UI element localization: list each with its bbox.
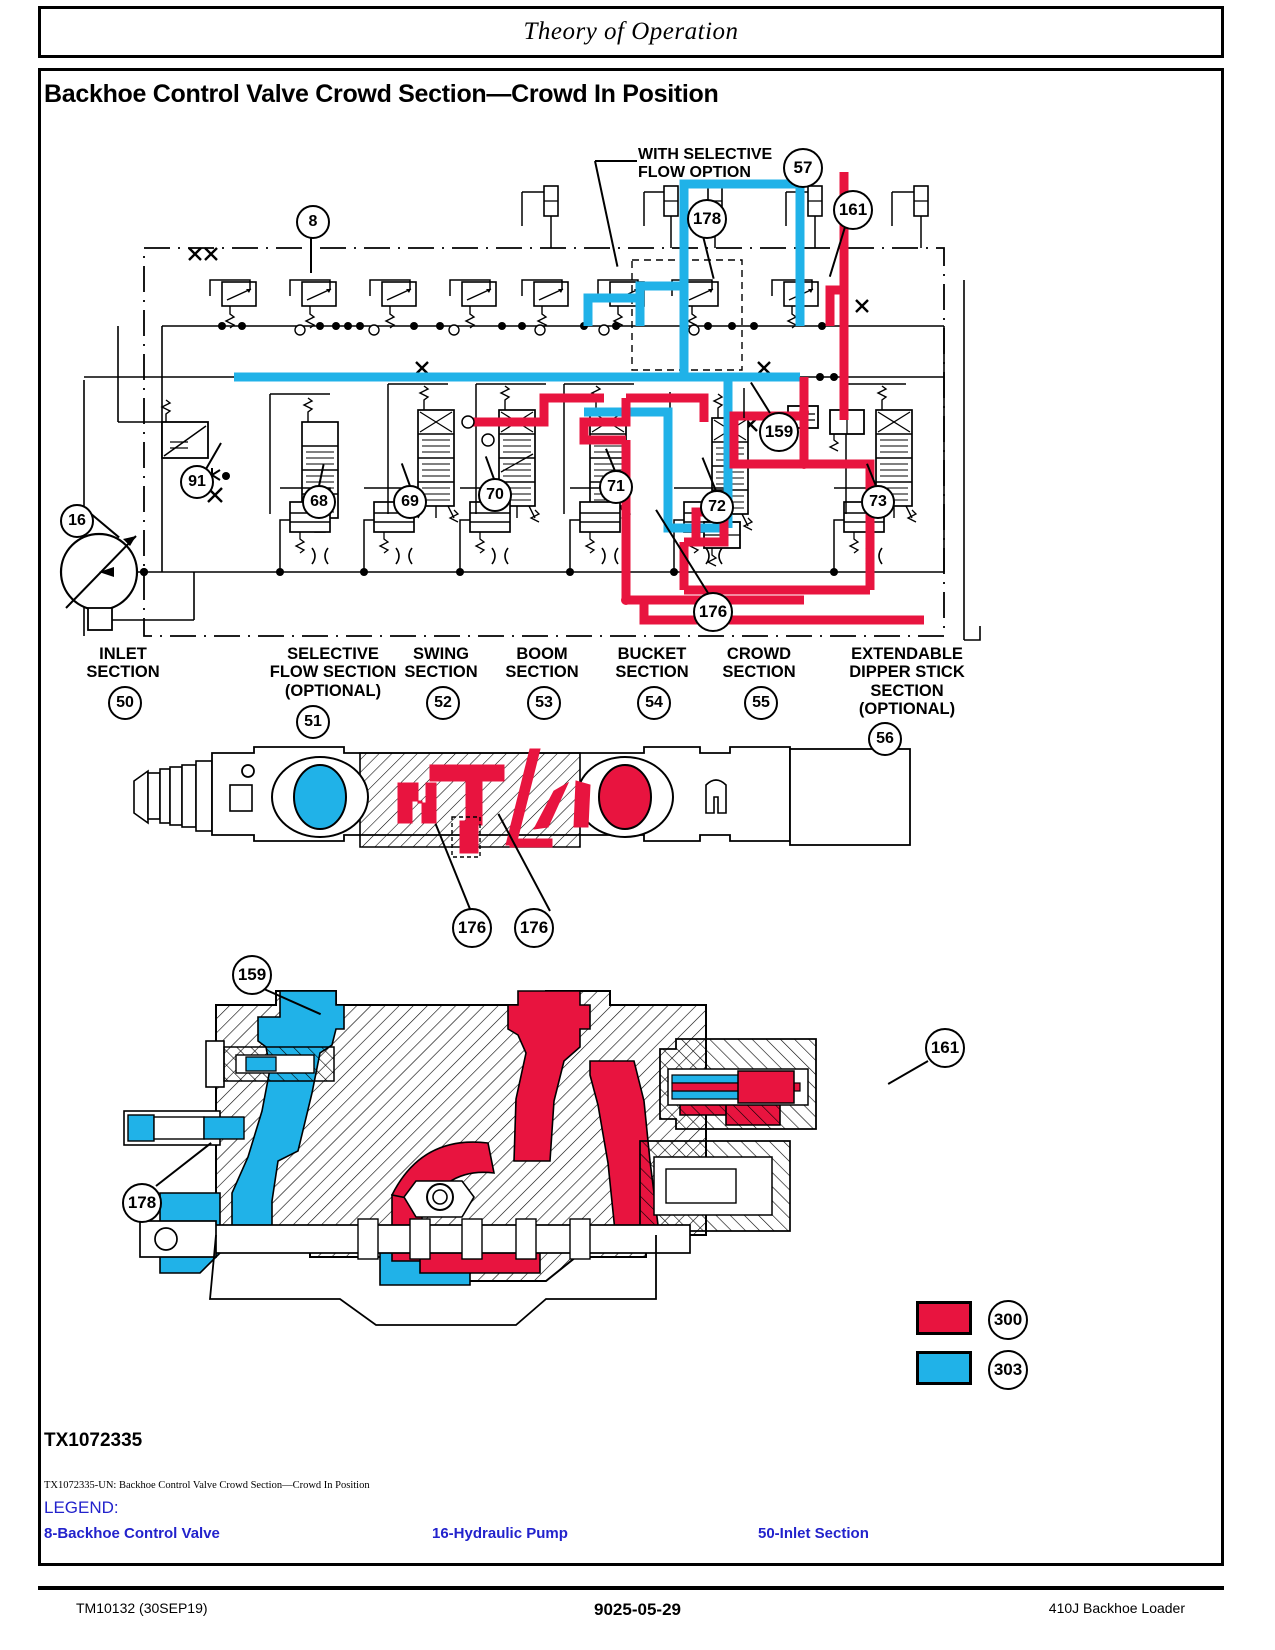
- figure-id: TX1072335: [44, 1430, 143, 1451]
- selective-flow-note-line1: WITH SELECTIVE: [638, 146, 773, 163]
- running-header-box: Theory of Operation: [38, 6, 1224, 58]
- footer-right: 410J Backhoe Loader: [1048, 1600, 1185, 1616]
- section-label-line: SECTION: [870, 681, 944, 700]
- callout-68: 68: [302, 485, 336, 519]
- callout-159-xs: 159: [232, 955, 272, 995]
- section-callout-52: 52: [426, 686, 460, 720]
- callout-91: 91: [180, 465, 214, 499]
- legend-item-8: 8-Backhoe Control Valve: [44, 1525, 220, 1542]
- section-label-line: INLET: [99, 645, 147, 663]
- legend-swatch-303: [916, 1351, 972, 1385]
- section-label-line: (OPTIONAL): [284, 681, 382, 700]
- selective-flow-note-line2: FLOW OPTION: [638, 163, 751, 181]
- running-header-title: Theory of Operation: [523, 18, 739, 45]
- callout-71: 71: [599, 470, 633, 504]
- callout-161: 161: [833, 190, 873, 230]
- callout-176-b: 176: [514, 908, 554, 948]
- callout-72: 72: [700, 490, 734, 524]
- section-callout-51: 51: [296, 705, 330, 739]
- section-label-selective-flow: SELECTIVE FLOW SECTION (OPTIONAL): [238, 645, 428, 700]
- section-callout-56: 56: [868, 722, 902, 756]
- legend-swatch-300: [916, 1301, 972, 1335]
- section-label-line: SWING: [413, 645, 469, 663]
- leader-57: [595, 160, 637, 162]
- figure-un-caption: TX1072335-UN: Backhoe Control Valve Crow…: [44, 1480, 370, 1491]
- legend-callout-300: 300: [988, 1300, 1028, 1340]
- section-label-line: SECTION: [615, 663, 689, 682]
- content-frame: [38, 68, 1224, 1566]
- callout-57: 57: [783, 148, 823, 188]
- legend-callout-303: 303: [988, 1350, 1028, 1390]
- callout-8: 8: [296, 205, 330, 239]
- hydraulic-schematic: [44, 130, 1044, 650]
- legend-item-16: 16-Hydraulic Pump: [432, 1525, 568, 1542]
- section-callout-53: 53: [527, 686, 561, 720]
- section-label-line: CROWD: [726, 645, 792, 663]
- footer-left: TM10132 (30SEP19): [76, 1600, 208, 1616]
- footer-rule: [38, 1586, 1224, 1590]
- section-label-bucket: BUCKET SECTION: [596, 645, 708, 682]
- section-label-crowd: CROWD SECTION: [704, 645, 814, 682]
- section-label-line: DIPPER STICK: [849, 663, 965, 682]
- section-label-line: SECTION: [505, 663, 579, 682]
- callout-178: 178: [687, 199, 727, 239]
- section-callout-54: 54: [637, 686, 671, 720]
- callout-176-a: 176: [452, 908, 492, 948]
- callout-161-xs: 161: [925, 1028, 965, 1068]
- selective-flow-note: WITH SELECTIVE FLOW OPTION: [638, 146, 788, 182]
- section-label-line: BUCKET: [617, 645, 687, 663]
- legend-item-50: 50-Inlet Section: [758, 1525, 869, 1542]
- leader-8: [310, 237, 312, 273]
- valve-top-svg: [133, 746, 911, 858]
- section-label-boom: BOOM SECTION: [487, 645, 597, 682]
- schematic-svg: [59, 172, 981, 641]
- callout-73: 73: [861, 485, 895, 519]
- callout-16: 16: [60, 504, 94, 538]
- section-label-swing: SWING SECTION: [386, 645, 496, 682]
- callout-176-schem: 176: [693, 592, 733, 632]
- callout-159: 159: [759, 412, 799, 452]
- section-callout-55: 55: [744, 686, 778, 720]
- section-label-line: FLOW SECTION: [269, 663, 397, 682]
- valve-top-cross-section: [130, 735, 920, 865]
- callout-178-xs: 178: [122, 1183, 162, 1223]
- section-label-extendable-dipper: EXTENDABLE DIPPER STICK SECTION (OPTIONA…: [812, 645, 1002, 719]
- footer-center: 9025-05-29: [594, 1600, 681, 1619]
- callout-70: 70: [478, 478, 512, 512]
- section-label-line: SECTION: [86, 663, 160, 682]
- callout-69: 69: [393, 485, 427, 519]
- section-callout-50: 50: [108, 686, 142, 720]
- section-label-line: SECTION: [404, 663, 478, 682]
- legend-heading: LEGEND:: [44, 1498, 119, 1517]
- section-label-inlet: INLET SECTION: [58, 645, 188, 682]
- section-label-line: SELECTIVE: [287, 645, 379, 663]
- valve-bottom-svg: [123, 990, 817, 1326]
- section-label-line: EXTENDABLE: [851, 645, 963, 663]
- section-label-line: SECTION: [722, 663, 796, 682]
- section-label-line: (OPTIONAL): [858, 700, 956, 719]
- section-label-line: BOOM: [516, 645, 568, 663]
- section-title: Backhoe Control Valve Crowd Section—Crow…: [44, 80, 719, 108]
- valve-bottom-cross-section: [120, 945, 940, 1335]
